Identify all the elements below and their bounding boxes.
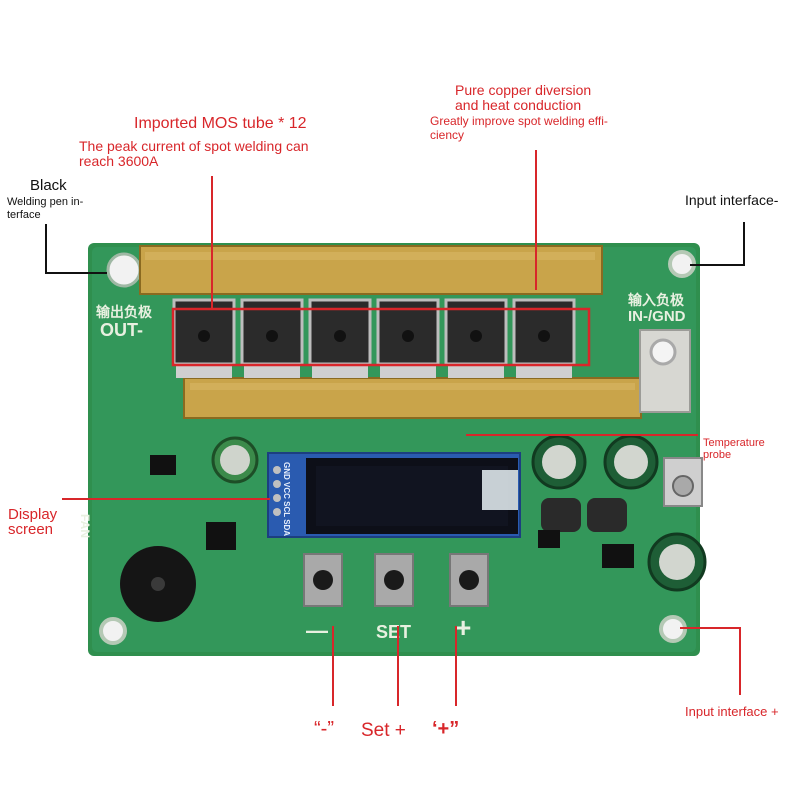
- leader-btn-plus: [455, 626, 457, 706]
- black-desc-1: Welding pen in-: [7, 196, 84, 208]
- leader-black-v: [45, 224, 47, 274]
- set-label: SET: [376, 622, 412, 642]
- leader-temp: [466, 434, 698, 436]
- in-label-cn: 输入负极: [628, 292, 684, 308]
- black-title: Black: [30, 177, 67, 194]
- leader-btn-minus: [332, 626, 334, 706]
- temp-probe-2: probe: [703, 449, 732, 461]
- leader-input-minus-v: [743, 222, 745, 266]
- leader-input-plus-h: [680, 627, 740, 629]
- button-plus-label: ‘+”: [432, 718, 460, 740]
- copper-line-2: and heat conduction: [455, 97, 582, 113]
- out-label-cn: 输出负极: [96, 304, 152, 320]
- mos-highlight-box: [171, 307, 591, 367]
- black-desc-2: terface: [7, 209, 41, 221]
- temp-probe-1: Temperature: [703, 437, 765, 449]
- minus-label: —: [306, 618, 328, 643]
- mounting-holes: [99, 250, 696, 645]
- oled-pins-label: GND VCC SCL SDA: [282, 462, 291, 537]
- input-interface-plus: Input interface +: [685, 704, 779, 719]
- display-screen-1: Display: [8, 506, 58, 523]
- push-buttons: [303, 553, 489, 607]
- plus-label: +: [455, 612, 472, 643]
- copper-line-4: ciency: [430, 128, 465, 142]
- leader-btn-set: [397, 626, 399, 706]
- button-set-label: Set +: [361, 720, 406, 741]
- capacitors: [211, 434, 707, 592]
- mosfet-row: [172, 298, 576, 378]
- display-screen-2: screen: [8, 521, 54, 538]
- copper-line-1: Pure copper diversion: [455, 82, 592, 98]
- input-interface-minus: Input interface-: [685, 192, 779, 208]
- mos-desc-2: reach 3600A: [79, 153, 159, 169]
- mos-title: Imported MOS tube * 12: [134, 115, 307, 132]
- leader-display: [62, 498, 270, 500]
- fan-label: FAN: [78, 514, 92, 538]
- mos-desc-1: The peak current of spot welding can: [79, 138, 309, 154]
- leader-input-plus-v: [739, 627, 741, 695]
- leader-black-h: [45, 272, 107, 274]
- leader-mos: [211, 176, 213, 310]
- leader-input-minus-h: [690, 264, 745, 266]
- copper-line-3: Greatly improve spot welding effi-: [430, 114, 608, 128]
- button-minus-label: “-”: [314, 718, 334, 740]
- leader-copper: [535, 150, 537, 290]
- out-label: OUT-: [100, 320, 143, 340]
- in-label: IN-/GND: [628, 308, 686, 325]
